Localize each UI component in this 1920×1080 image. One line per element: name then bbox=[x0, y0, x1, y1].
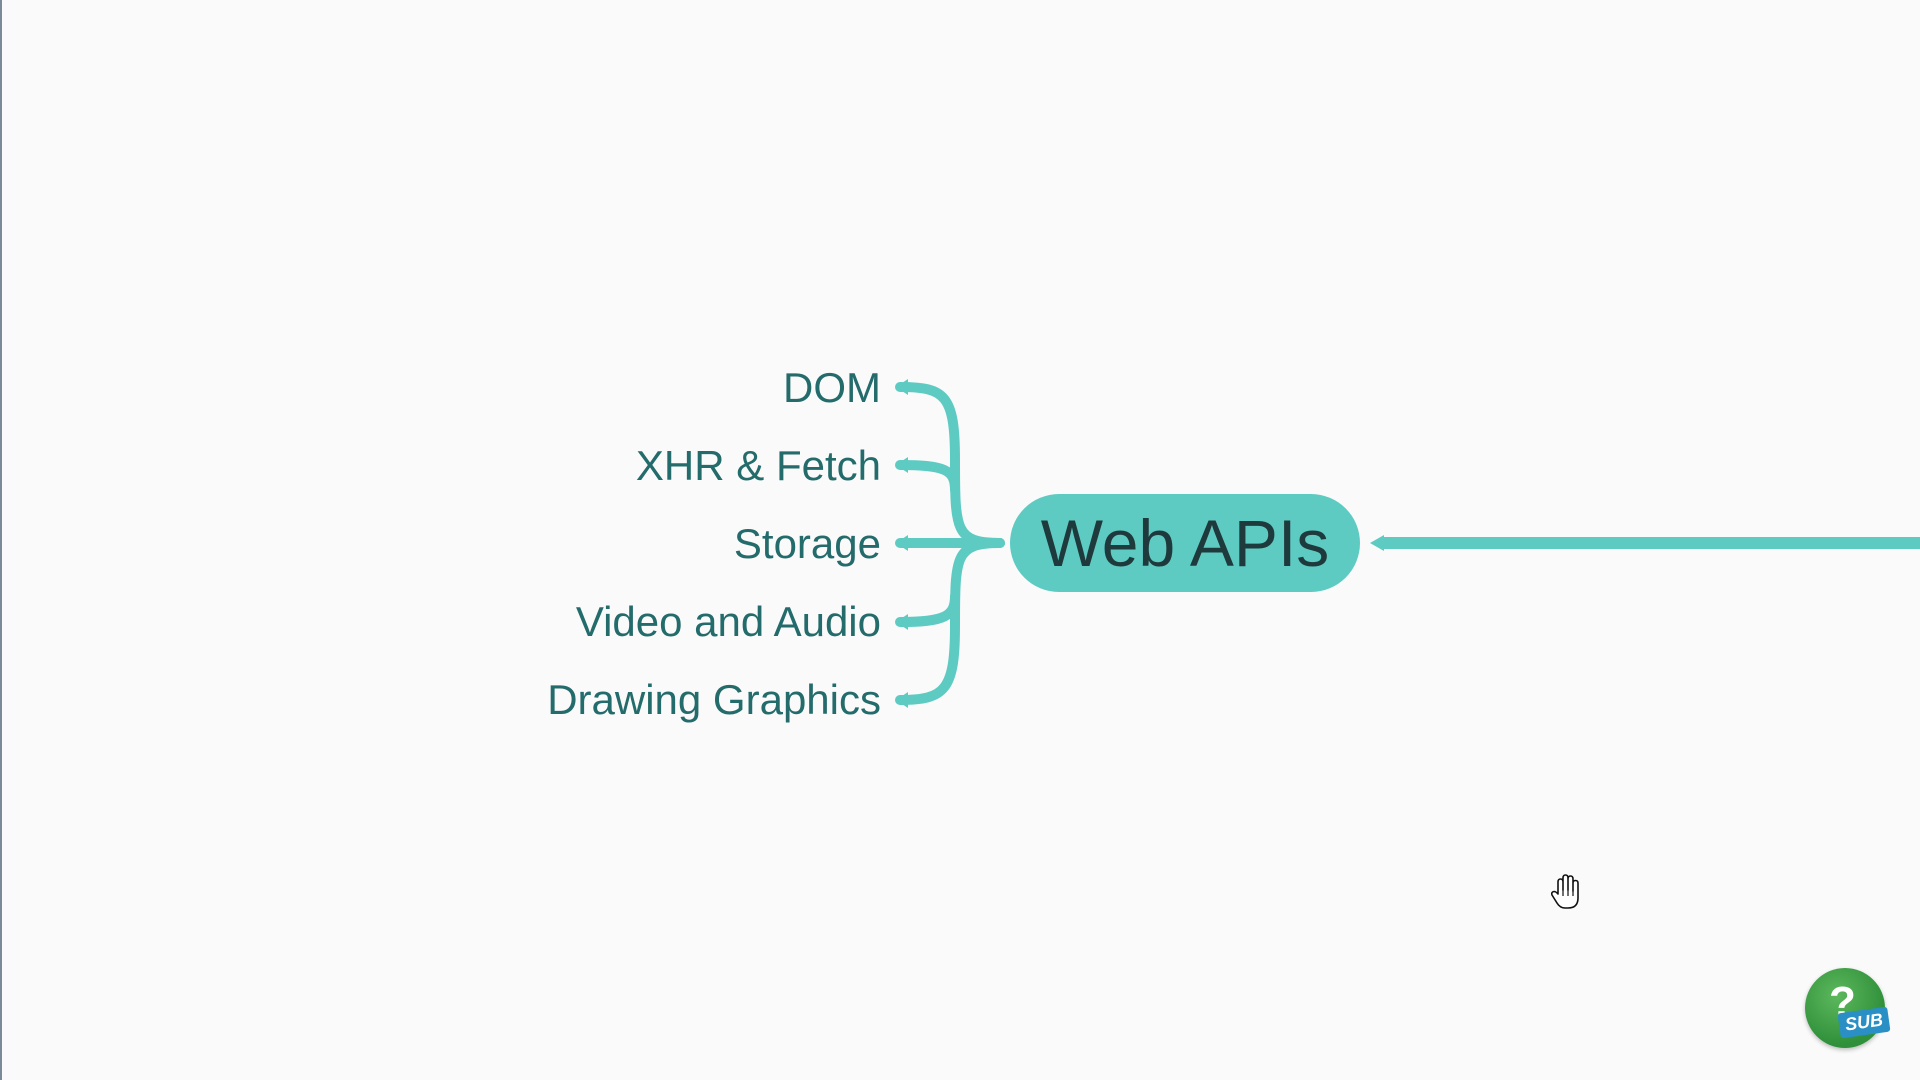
hand-cursor-icon bbox=[1550, 874, 1579, 909]
branch-xhr-fetch[interactable]: XHR & Fetch bbox=[635, 442, 881, 489]
branch-arrowhead bbox=[896, 614, 908, 630]
brace-connector bbox=[895, 460, 960, 495]
branch-arrowhead bbox=[896, 457, 908, 473]
central-topic-label: Web APIs bbox=[1040, 506, 1330, 580]
window-edge bbox=[0, 0, 2, 1080]
branch-arrowhead bbox=[896, 535, 908, 551]
branch-dom[interactable]: DOM bbox=[783, 364, 881, 411]
right-connector-arrowhead bbox=[1370, 535, 1384, 551]
right-connector bbox=[1382, 537, 1920, 549]
branch-arrowhead bbox=[896, 379, 908, 395]
brace-connector bbox=[895, 538, 1005, 705]
brace-connector bbox=[895, 591, 960, 627]
branch-arrowhead bbox=[896, 692, 908, 708]
brace-connector bbox=[895, 382, 1005, 548]
central-topic-node[interactable]: Web APIs bbox=[1010, 494, 1360, 592]
branch-video-audio[interactable]: Video and Audio bbox=[575, 598, 881, 645]
branch-drawing-graphics[interactable]: Drawing Graphics bbox=[547, 676, 881, 723]
branch-storage[interactable]: Storage bbox=[733, 520, 881, 567]
help-subtitles-button[interactable]: ? SUB bbox=[1805, 968, 1891, 1048]
